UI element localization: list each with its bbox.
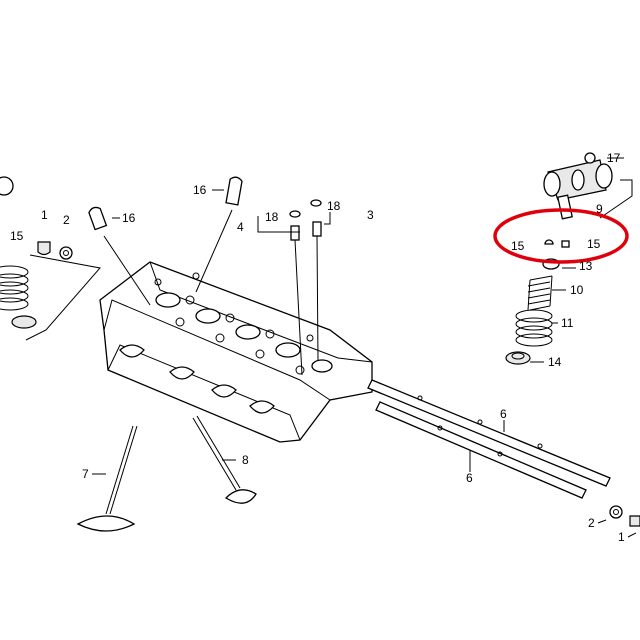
callout-10: 10 xyxy=(570,283,584,297)
callout-6-a: 6 xyxy=(500,407,507,421)
valve-guide-left xyxy=(88,206,151,306)
outer-valve-spring xyxy=(515,309,553,347)
callout-14: 14 xyxy=(548,355,562,369)
spring-seat-right xyxy=(505,351,531,365)
callout-13: 13 xyxy=(579,259,593,273)
cam-journals xyxy=(154,272,333,375)
callout-1-right: 1 xyxy=(618,530,625,544)
callout-1-left: 1 xyxy=(41,208,48,222)
callout-18-b: 18 xyxy=(327,199,341,213)
left-leader-line xyxy=(25,254,101,341)
callout-2-left: 2 xyxy=(63,213,70,227)
callout-4: 4 xyxy=(237,220,244,234)
rocker-arm-assembly xyxy=(543,152,613,220)
oil-jet-bolts xyxy=(257,199,331,376)
inner-valve-spring xyxy=(527,275,553,311)
callout-18-a: 18 xyxy=(265,210,279,224)
valve-keepers xyxy=(544,239,570,248)
left-valve-spring-stack xyxy=(0,176,37,329)
callout-6-b: 6 xyxy=(466,471,473,485)
callout-3: 3 xyxy=(367,208,374,222)
callout-7: 7 xyxy=(82,467,89,481)
callout-15-r1: 15 xyxy=(511,239,525,253)
exhaust-valve xyxy=(192,415,257,504)
valve-seal-right xyxy=(609,505,640,527)
intake-valve xyxy=(76,425,138,532)
callout-8: 8 xyxy=(242,453,249,467)
callout-11: 11 xyxy=(561,316,574,330)
callout-16-top: 16 xyxy=(193,183,207,197)
valve-stem-seal-left xyxy=(37,241,73,260)
exhaust-ports xyxy=(119,344,275,414)
rocker-shafts xyxy=(367,379,611,499)
callout-2-right: 2 xyxy=(588,516,595,530)
callout-15-left: 15 xyxy=(10,229,24,243)
callout-labels: 1 2 15 16 16 4 18 18 3 17 9 15 15 13 10 … xyxy=(10,151,625,544)
valve-guide-top xyxy=(195,176,243,293)
highlight-ellipse xyxy=(493,208,629,264)
callout-17: 17 xyxy=(607,151,621,165)
callout-15-r2: 15 xyxy=(587,237,601,251)
cylinder-head xyxy=(99,261,373,443)
callout-9: 9 xyxy=(596,202,603,216)
leader-lines xyxy=(92,157,637,538)
callout-16-left: 16 xyxy=(122,211,136,225)
